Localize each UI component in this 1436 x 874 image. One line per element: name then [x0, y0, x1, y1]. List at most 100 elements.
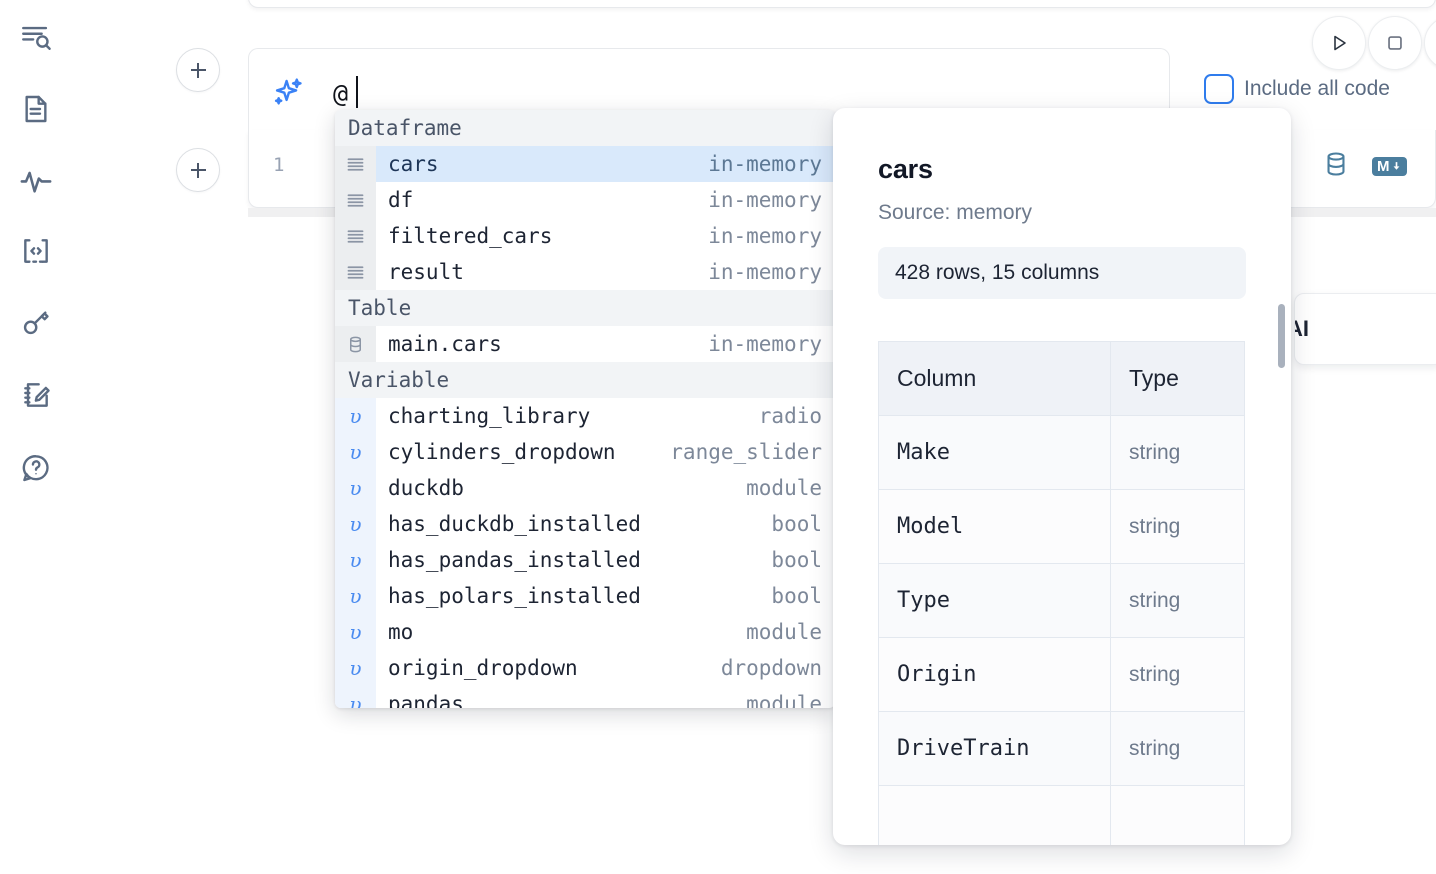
autocomplete-item-name: main.cars: [388, 332, 502, 356]
autocomplete-item-type: bool: [771, 584, 822, 608]
variable-icon: υ: [335, 578, 376, 614]
column-name-cell: Type: [878, 563, 1111, 638]
add-cell-button-top[interactable]: [176, 48, 220, 92]
dataframe-rows-icon: [335, 254, 376, 290]
detail-source: Source: memory: [878, 201, 1033, 224]
autocomplete-item-name: cylinders_dropdown: [388, 440, 616, 464]
column-type-cell: [1110, 785, 1245, 845]
autocomplete-item-name: has_polars_installed: [388, 584, 641, 608]
detail-title: cars: [878, 154, 933, 184]
autocomplete-item-name: result: [388, 260, 464, 284]
autocomplete-item-name: pandas: [388, 692, 464, 708]
stop-square-icon: [1388, 36, 1402, 50]
explore-search-icon[interactable]: [14, 16, 58, 60]
autocomplete-item-name: charting_library: [388, 404, 591, 428]
activity-pulse-icon[interactable]: [14, 158, 58, 202]
play-icon: [1334, 35, 1346, 51]
autocomplete-item[interactable]: df in-memory: [335, 182, 835, 218]
key-icon[interactable]: [14, 300, 58, 344]
column-name-cell: Origin: [878, 637, 1111, 712]
ai-prompt-input[interactable]: @: [333, 79, 348, 108]
scratchpad-edit-icon[interactable]: [14, 373, 58, 417]
plus-icon: [190, 162, 206, 178]
autocomplete-item-type: bool: [771, 548, 822, 572]
left-icon-rail: [0, 0, 72, 874]
column-name-cell: Model: [878, 489, 1111, 564]
autocomplete-item[interactable]: υ has_polars_installed bool: [335, 578, 835, 614]
autocomplete-item[interactable]: result in-memory: [335, 254, 835, 290]
with-ai-chip[interactable]: AI: [1294, 293, 1436, 365]
stop-cell-button[interactable]: [1368, 16, 1422, 70]
column-type-cell: string: [1110, 415, 1245, 490]
code-snippet-icon[interactable]: [14, 229, 58, 273]
plus-icon: [190, 62, 206, 78]
column-header: Column: [878, 341, 1111, 416]
autocomplete-item-name: duckdb: [388, 476, 464, 500]
line-number: 1: [273, 154, 285, 176]
detail-scrollbar[interactable]: [1278, 304, 1285, 368]
detail-shape-badge: 428 rows, 15 columns: [878, 247, 1246, 299]
autocomplete-item-type: module: [746, 620, 822, 644]
include-all-code-checkbox[interactable]: [1204, 74, 1234, 104]
autocomplete-item-name: cars: [388, 152, 439, 176]
autocomplete-item-type: bool: [771, 512, 822, 536]
autocomplete-item-name: has_pandas_installed: [388, 548, 641, 572]
table-row: [878, 785, 1245, 845]
autocomplete-item-type: in-memory: [708, 224, 822, 248]
dataframe-rows-icon: [335, 146, 376, 182]
help-chat-icon[interactable]: [14, 446, 58, 490]
autocomplete-item-type: dropdown: [720, 656, 822, 680]
column-type-cell: string: [1110, 711, 1245, 786]
autocomplete-item-name: filtered_cars: [388, 224, 553, 248]
variable-icon: υ: [335, 506, 376, 542]
add-cell-button-bottom[interactable]: [176, 148, 220, 192]
autocomplete-item-type: radio: [758, 404, 822, 428]
overflow-round-button[interactable]: [1424, 16, 1436, 70]
variable-icon: υ: [335, 614, 376, 650]
column-name-cell: DriveTrain: [878, 711, 1111, 786]
column-type-cell: string: [1110, 489, 1245, 564]
cell-above-partial: [248, 0, 1436, 8]
table-header-row: Column Type: [878, 341, 1245, 416]
column-name-cell: Make: [878, 415, 1111, 490]
autocomplete-item-name: df: [388, 188, 414, 212]
download-arrow-icon: [1393, 161, 1400, 170]
with-ai-chip-label: AI: [1295, 316, 1309, 341]
autocomplete-item-type: in-memory: [708, 260, 822, 284]
variable-icon: υ: [335, 650, 376, 686]
notebook-file-icon[interactable]: [14, 87, 58, 131]
variable-icon: υ: [335, 686, 376, 708]
autocomplete-group-header: Table: [335, 290, 835, 326]
dataframe-detail-panel: cars Source: memory 428 rows, 15 columns…: [833, 108, 1291, 845]
autocomplete-item-type: in-memory: [708, 188, 822, 212]
autocomplete-item[interactable]: filtered_cars in-memory: [335, 218, 835, 254]
autocomplete-item-name: mo: [388, 620, 414, 644]
column-name-cell: [878, 785, 1111, 845]
include-all-code-row[interactable]: Include all code: [1204, 74, 1390, 104]
markdown-icon[interactable]: M: [1372, 157, 1407, 176]
autocomplete-item-type: range_slider: [670, 440, 822, 464]
database-icon[interactable]: [1322, 150, 1350, 183]
markdown-letter: M: [1377, 158, 1390, 175]
column-type-cell: string: [1110, 637, 1245, 712]
variable-icon: υ: [335, 470, 376, 506]
run-cell-button[interactable]: [1312, 16, 1366, 70]
text-cursor: [356, 76, 358, 108]
include-all-code-label: Include all code: [1244, 77, 1390, 100]
